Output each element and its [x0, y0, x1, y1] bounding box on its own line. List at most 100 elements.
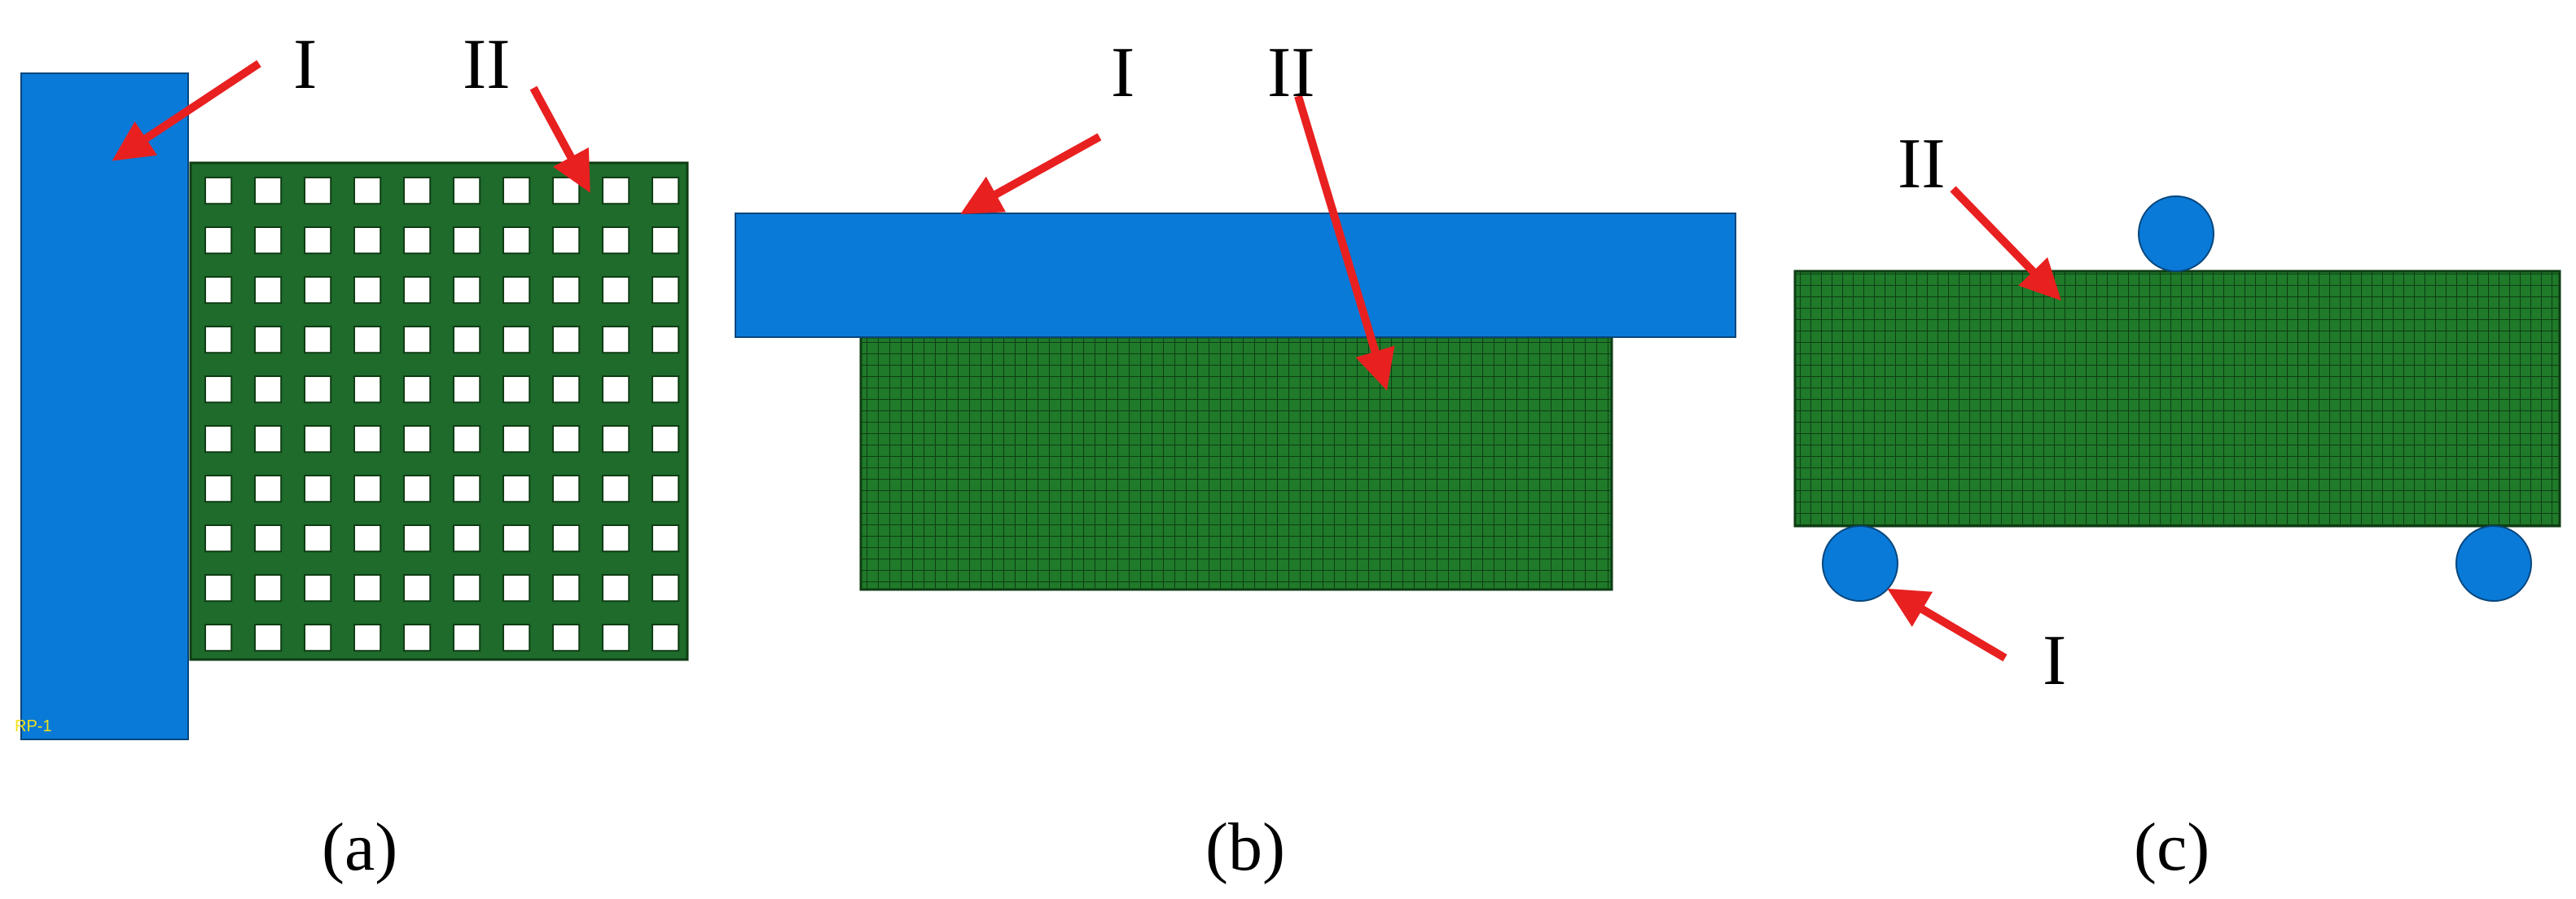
lattice-hole	[502, 375, 531, 404]
lattice-hole	[403, 276, 432, 305]
arrow-a-II	[529, 86, 590, 193]
lattice-hole	[204, 524, 233, 553]
lattice-hole	[254, 326, 283, 354]
lattice-hole	[353, 375, 382, 404]
lattice-hole	[453, 524, 481, 553]
lattice-hole	[353, 425, 382, 454]
lattice-hole	[652, 624, 680, 652]
lattice-hole	[652, 425, 680, 454]
lattice-hole	[453, 375, 481, 404]
panel-a: RP-1 I II (a)	[15, 25, 689, 885]
lattice-hole	[502, 574, 531, 603]
arrow-a-I	[112, 59, 261, 161]
lattice-hole	[502, 177, 531, 205]
lattice-hole	[552, 524, 581, 553]
lattice-hole	[602, 425, 630, 454]
arrow-c-II	[1950, 186, 2061, 301]
lattice-hole	[204, 624, 233, 652]
lattice-hole	[602, 177, 630, 205]
lattice-hole	[304, 276, 332, 305]
lattice-hole	[254, 276, 283, 305]
lattice-hole	[502, 276, 531, 305]
lattice-hole	[353, 524, 382, 553]
lattice-hole	[502, 326, 531, 354]
lattice-hole	[552, 425, 581, 454]
panel-c: II I (c)	[1793, 125, 2561, 885]
lattice-hole	[453, 624, 481, 652]
lattice-hole	[254, 375, 283, 404]
meshed-block-specimen	[859, 335, 1613, 591]
support-cylinder-right	[2455, 525, 2532, 602]
panel-b: I II (b)	[735, 33, 1736, 885]
lattice-hole	[602, 226, 630, 255]
caption-b: (b)	[1205, 809, 1285, 885]
lattice-hole	[652, 326, 680, 354]
lattice-hole	[254, 624, 283, 652]
lattice-hole	[602, 574, 630, 603]
lattice-hole	[552, 177, 581, 205]
lattice-hole	[652, 177, 680, 205]
lattice-hole	[353, 226, 382, 255]
support-cylinder-left	[1822, 525, 1898, 602]
lattice-hole	[552, 574, 581, 603]
lattice-hole	[552, 475, 581, 503]
lattice-hole	[254, 475, 283, 503]
lattice-hole	[254, 524, 283, 553]
arrow-c-I	[1887, 588, 2008, 662]
lattice-hole	[204, 276, 233, 305]
lattice-hole	[204, 375, 233, 404]
lattice-hole	[304, 177, 332, 205]
lattice-hole	[254, 425, 283, 454]
rigid-plate-b	[735, 213, 1736, 338]
lattice-hole	[204, 226, 233, 255]
lattice-hole	[403, 425, 432, 454]
lattice-hole	[403, 177, 432, 205]
reference-point-label: RP-1	[15, 717, 52, 735]
lattice-hole	[204, 425, 233, 454]
lattice-hole	[204, 326, 233, 354]
lattice-hole	[502, 226, 531, 255]
lattice-hole	[502, 624, 531, 652]
lattice-hole	[304, 524, 332, 553]
lattice-hole	[502, 475, 531, 503]
label-a-II: II	[463, 25, 511, 104]
lattice-hole	[453, 574, 481, 603]
lattice-hole	[453, 475, 481, 503]
caption-a: (a)	[322, 809, 397, 885]
lattice-hole	[453, 425, 481, 454]
lattice-hole	[652, 574, 680, 603]
lattice-hole	[502, 524, 531, 553]
lattice-hole	[453, 177, 481, 205]
lattice-hole	[453, 226, 481, 255]
lattice-hole	[304, 375, 332, 404]
lattice-hole	[403, 475, 432, 503]
lattice-hole	[353, 326, 382, 354]
lattice-hole	[552, 326, 581, 354]
lattice-hole	[552, 624, 581, 652]
lattice-hole	[403, 624, 432, 652]
label-c-II: II	[1898, 125, 1946, 204]
lattice-hole	[552, 226, 581, 255]
lattice-hole	[453, 276, 481, 305]
lattice-hole	[353, 475, 382, 503]
lattice-hole	[602, 276, 630, 305]
lattice-hole	[304, 624, 332, 652]
lattice-hole	[204, 574, 233, 603]
lattice-hole	[652, 226, 680, 255]
lattice-hole	[403, 574, 432, 603]
meshed-beam-specimen	[1793, 270, 2561, 528]
lattice-hole	[304, 425, 332, 454]
label-b-II: II	[1267, 33, 1315, 112]
caption-c: (c)	[2134, 809, 2210, 885]
lattice-hole	[552, 276, 581, 305]
label-b-I: I	[1111, 33, 1134, 112]
lattice-hole	[552, 375, 581, 404]
loading-cylinder	[2138, 195, 2214, 272]
lattice-hole	[602, 326, 630, 354]
lattice-hole	[204, 475, 233, 503]
lattice-hole	[353, 574, 382, 603]
lattice-hole	[453, 326, 481, 354]
lattice-hole	[602, 624, 630, 652]
lattice-hole	[403, 524, 432, 553]
